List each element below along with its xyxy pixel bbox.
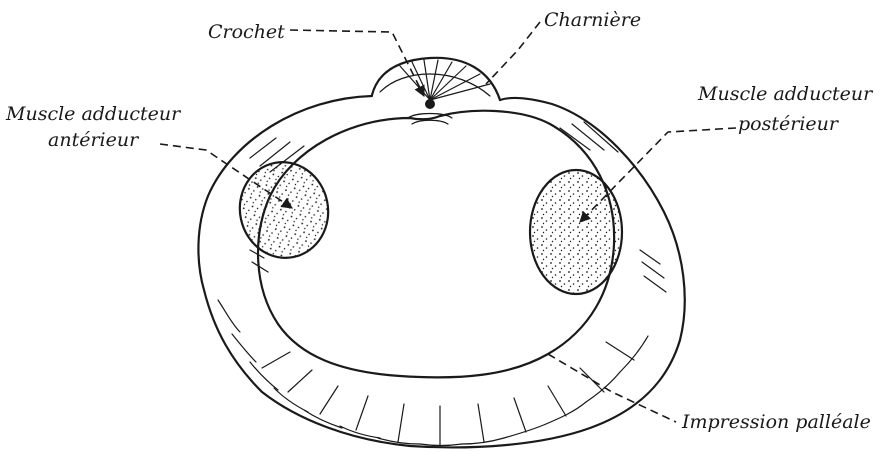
label-impression-palleale: Impression palléale [681, 411, 871, 433]
umbo [372, 58, 500, 109]
label-charniere: Charnière [544, 9, 641, 31]
anterior-adductor-scar [231, 154, 337, 266]
crochet-point [425, 99, 435, 109]
charniere-leader [486, 22, 540, 84]
label-muscle-posterieur-line1: Muscle adducteur [697, 83, 874, 105]
label-muscle-anterieur-line2: antérieur [48, 129, 140, 151]
label-muscle-anterieur-line1: Muscle adducteur [5, 103, 182, 125]
impression-palleale-leader [548, 354, 676, 422]
posterior-adductor-scar [530, 170, 622, 294]
umbo-growth-lines [400, 60, 490, 100]
shell-crenulations [218, 300, 648, 446]
label-muscle-posterieur-line2: postérieur [738, 113, 840, 135]
label-crochet: Crochet [208, 21, 285, 43]
